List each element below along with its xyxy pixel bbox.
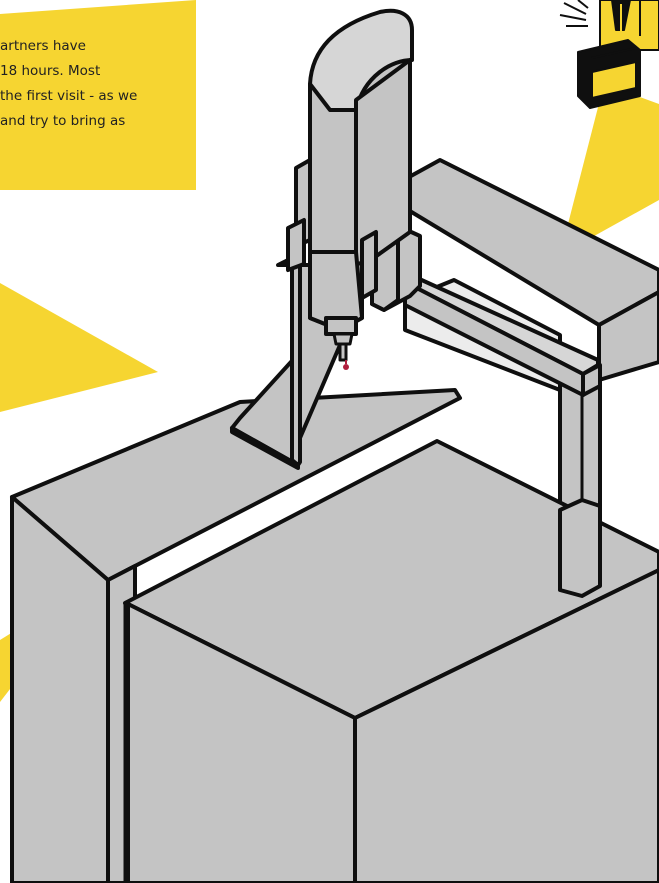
cross-rail-end xyxy=(581,363,602,397)
probe-tip xyxy=(343,364,349,370)
probe-stylus xyxy=(338,342,348,362)
beam-top-right xyxy=(560,84,659,255)
beam-left-mid xyxy=(0,283,158,412)
table-front-right xyxy=(353,568,659,883)
ram-clamp xyxy=(360,230,378,300)
gantry-right-leg-lower xyxy=(558,498,602,598)
coordinate-measuring-machine-icon xyxy=(10,8,659,883)
bridge-column-front xyxy=(230,426,300,470)
callout-line-2: 18 hours. Most xyxy=(0,63,101,79)
z-ram-body xyxy=(354,58,412,266)
callout-line-3: the first visit - as we xyxy=(0,88,138,104)
probe-head xyxy=(324,316,358,336)
callout-text: artners have 18 hours. Most the first vi… xyxy=(0,34,170,134)
callout-line-4: and try to bring as xyxy=(0,113,126,129)
gantry-rear-beam-top xyxy=(378,158,659,327)
callout-line-1: artners have xyxy=(0,38,86,54)
bridge-column-side xyxy=(290,252,302,467)
probe-body xyxy=(332,332,354,346)
technician-with-toolbox-icon xyxy=(559,0,659,109)
z-ram-top-cap xyxy=(308,8,414,112)
table-front-left xyxy=(126,602,357,883)
base-left-front xyxy=(10,495,110,883)
callout-panel xyxy=(0,0,196,190)
z-ram-step-left-2 xyxy=(286,218,306,272)
